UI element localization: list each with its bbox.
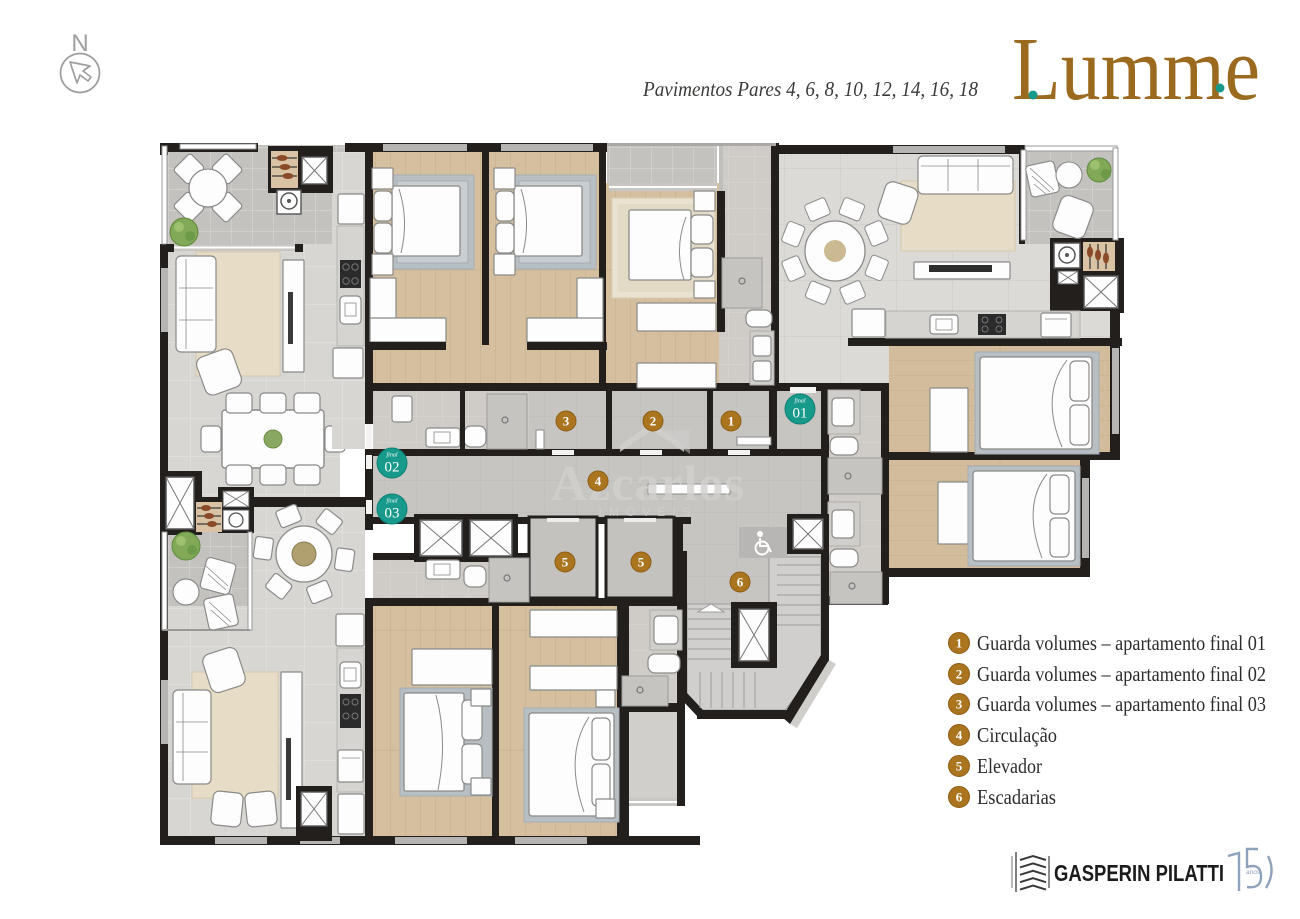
svg-text:4: 4	[595, 474, 602, 489]
svg-text:1: 1	[728, 414, 735, 429]
svg-text:3: 3	[956, 697, 963, 712]
svg-text:anos: anos	[1246, 869, 1261, 876]
svg-text:03: 03	[385, 506, 400, 522]
svg-text:IMÓVEIS: IMÓVEIS	[598, 504, 697, 519]
svg-text:Guarda volumes – apartamento f: Guarda volumes – apartamento final 01	[977, 631, 1266, 655]
svg-text:4: 4	[956, 728, 963, 743]
svg-text:Escadarias: Escadarias	[977, 785, 1056, 809]
svg-text:N: N	[71, 30, 88, 57]
svg-text:GASPERIN PILATTI: GASPERIN PILATTI	[1054, 860, 1224, 886]
svg-text:final: final	[386, 498, 397, 505]
svg-text:Guarda volumes – apartamento f: Guarda volumes – apartamento final 02	[977, 662, 1266, 686]
svg-text:5: 5	[956, 759, 963, 774]
svg-text:Pavimentos Pares 4, 6, 8, 10,: Pavimentos Pares 4, 6, 8, 10, 12, 14, 16…	[642, 77, 978, 101]
svg-text:Elevador: Elevador	[977, 754, 1042, 778]
svg-text:Azcarlos: Azcarlos	[551, 455, 745, 511]
svg-text:01: 01	[793, 406, 808, 422]
svg-text:6: 6	[956, 790, 963, 805]
svg-text:02: 02	[385, 460, 400, 476]
svg-text:2: 2	[956, 667, 963, 682]
svg-text:6: 6	[737, 575, 744, 590]
svg-text:3: 3	[563, 414, 570, 429]
svg-text:2: 2	[650, 414, 657, 429]
svg-text:1: 1	[956, 636, 963, 651]
svg-text:Lumme: Lumme	[1012, 20, 1260, 119]
svg-text:final: final	[794, 398, 805, 405]
svg-text:final: final	[386, 452, 397, 459]
svg-text:5: 5	[638, 555, 645, 570]
svg-text:5: 5	[562, 555, 569, 570]
svg-text:Circulação: Circulação	[977, 723, 1057, 747]
svg-text:Guarda volumes – apartamento f: Guarda volumes – apartamento final 03	[977, 692, 1266, 716]
